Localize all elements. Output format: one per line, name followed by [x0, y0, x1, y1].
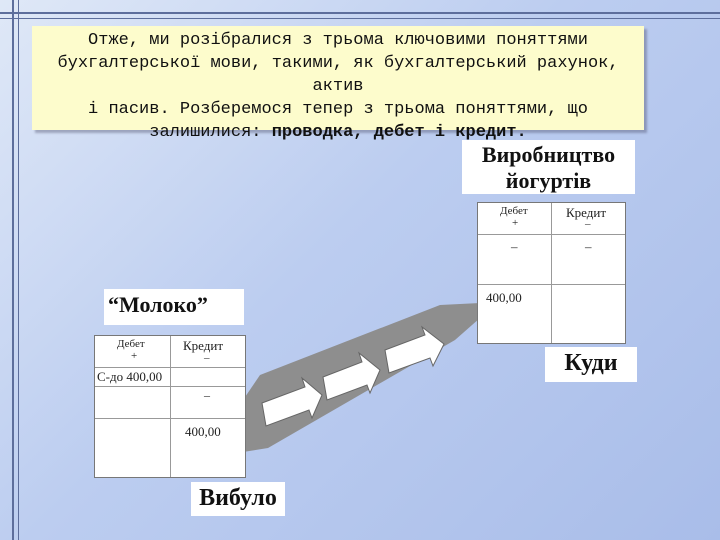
debit-header: Дебет	[117, 338, 145, 350]
milk-t-account: Дебет + Кредит – С-до 400,00 – 400,00	[94, 335, 246, 478]
credit-sign: –	[585, 218, 591, 230]
production-label-line-2: йогуртів	[462, 168, 635, 194]
t-account-divider-vertical	[551, 203, 552, 343]
debit-header: Дебет	[500, 205, 528, 217]
t-account-divider-header	[95, 367, 245, 368]
debit-sign: +	[131, 350, 137, 362]
milk-label: “Молоко”	[104, 289, 244, 325]
left-label: Вибуло	[191, 482, 285, 516]
t-account-divider-row-2	[95, 418, 245, 419]
debit-dash: –	[511, 239, 518, 255]
milk-label-text: “Молоко”	[108, 292, 208, 317]
credit-dash: –	[204, 388, 210, 403]
t-account-divider-vertical	[170, 336, 171, 477]
credit-amount: 400,00	[185, 424, 221, 440]
opening-balance: С-до 400,00	[97, 369, 162, 385]
t-account-divider-row	[478, 284, 625, 285]
t-account-divider-row-1	[95, 386, 245, 387]
debit-sign: +	[512, 217, 518, 229]
t-account-divider-header	[478, 234, 625, 235]
production-label: Виробництво йогуртів	[462, 140, 635, 194]
left-label-text: Вибуло	[199, 485, 277, 511]
credit-sign: –	[204, 352, 210, 364]
where-label: Куди	[545, 347, 637, 382]
debit-amount: 400,00	[486, 290, 522, 306]
credit-dash: –	[585, 239, 592, 255]
production-label-line-1: Виробництво	[462, 142, 635, 168]
where-label-text: Куди	[564, 350, 617, 376]
yogurt-t-account: Дебет + Кредит – – – 400,00	[477, 202, 626, 344]
